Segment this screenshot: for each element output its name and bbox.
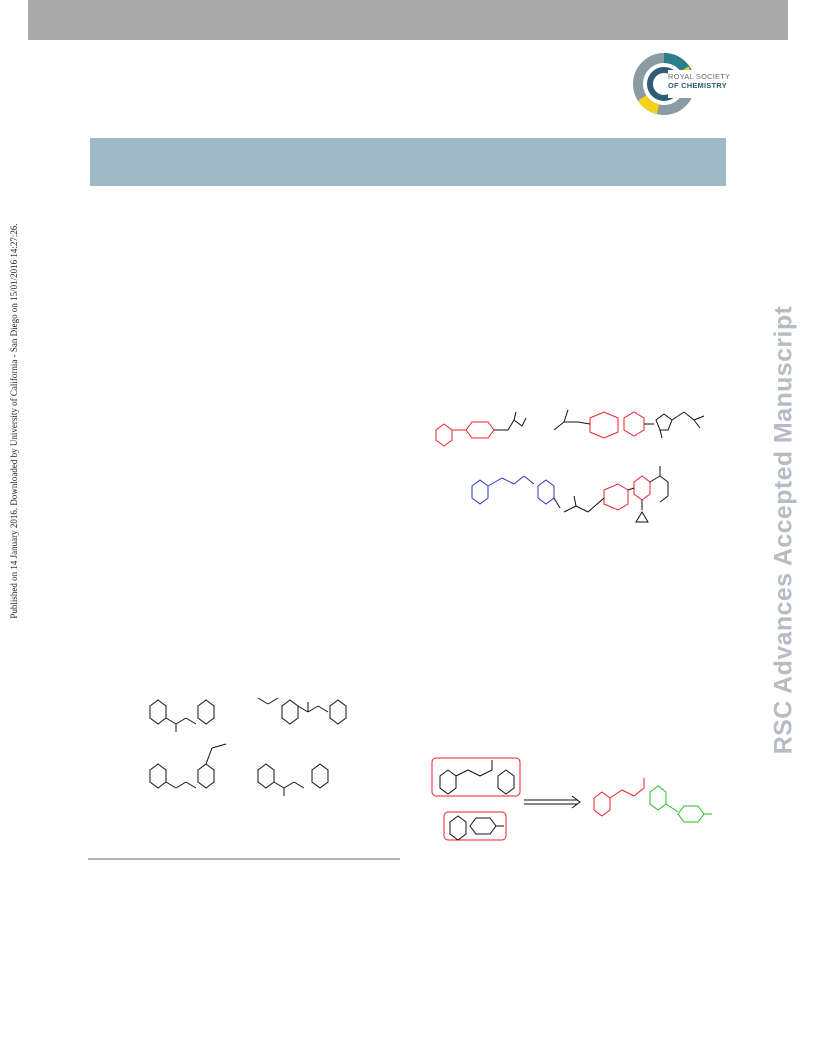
piperazine-ring-red-3 — [603, 483, 629, 511]
piperazine-box — [443, 811, 507, 841]
chalcone-box — [431, 757, 521, 797]
chalcone-2-ring-b — [329, 699, 347, 725]
pyridine-ring-blue — [471, 479, 489, 505]
chalcone-4-ring-a — [257, 763, 275, 789]
watermark-text: RSC Advances Accepted Manuscript — [769, 305, 798, 755]
chalcone-3-ring-a — [149, 763, 167, 789]
piperazine-ring-red-2 — [589, 411, 619, 439]
logo-line1: ROYAL SOCIETY — [668, 72, 731, 81]
phenyl-ring-red-2 — [623, 411, 645, 437]
logo-line2: OF CHEMISTRY — [668, 81, 727, 90]
product-piperazine-green — [677, 805, 705, 823]
rsc-logo-icon — [633, 53, 728, 115]
chalcone-3-ring-b — [197, 763, 215, 789]
phenyl-ring-red — [435, 423, 453, 447]
chalcone-4-ring-b — [311, 763, 329, 789]
chalcone-1-ring-a — [149, 699, 167, 725]
product-ring-green — [649, 785, 667, 811]
rsc-logo: ROYAL SOCIETY OF CHEMISTRY — [628, 48, 738, 120]
chalcone-1-ring-b — [197, 699, 215, 725]
hybridization-scheme-figure — [431, 757, 712, 841]
download-sidebar: Published on 14 January 2016. Downloaded… — [4, 186, 24, 656]
chalcone-2-ring-a — [281, 699, 299, 725]
footnote-rule — [88, 858, 400, 860]
piperazine-structures-figure — [435, 409, 705, 523]
piperazine-ring-red-1 — [465, 421, 495, 439]
header-bar — [28, 0, 788, 40]
phenyl-ring-blue — [537, 479, 555, 505]
accepted-manuscript-watermark: RSC Advances Accepted Manuscript — [760, 260, 808, 800]
product-ring-red — [593, 791, 611, 817]
sidebar-text: Published on 14 January 2016. Downloaded… — [9, 223, 19, 619]
chalcone-structures-figure — [149, 697, 347, 796]
quinolone-ring-red — [633, 475, 651, 501]
article-title-band — [90, 138, 726, 186]
